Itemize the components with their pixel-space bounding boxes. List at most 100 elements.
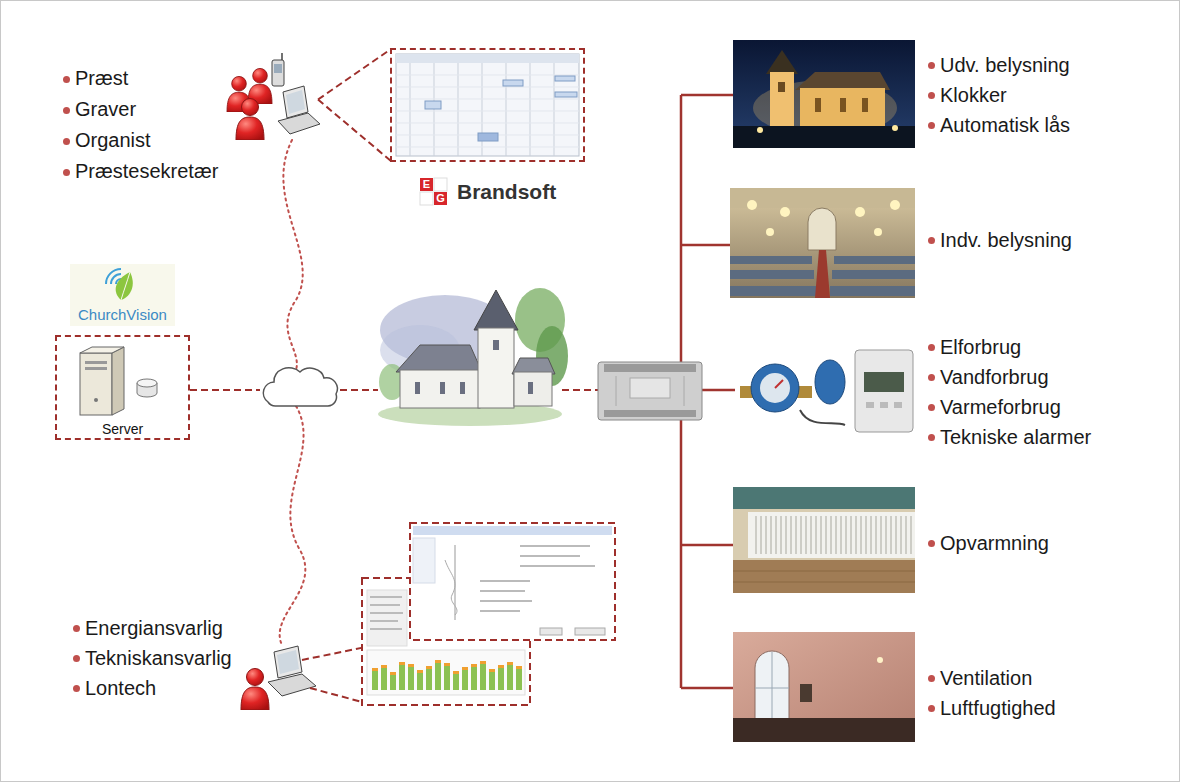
- bullet-dot: [63, 169, 70, 176]
- exterior-photo: [815, 98, 821, 112]
- server-icon: [112, 347, 124, 415]
- control-screenshot: [480, 580, 530, 582]
- bullet-item: Graver: [75, 94, 136, 125]
- heating-photo: [752, 516, 912, 554]
- server-icon: [80, 353, 112, 415]
- function-name: Ventilation: [940, 667, 1032, 689]
- report-screenshot: [480, 661, 486, 664]
- people-icon: [227, 68, 272, 140]
- meters-photo: [864, 372, 904, 392]
- interior-photo: [730, 256, 812, 264]
- bullet-dot: [928, 540, 935, 547]
- trunk-line: [702, 389, 735, 392]
- report-screenshot: [426, 666, 432, 690]
- user-group: PræstGraverOrganistPræstesekretær: [60, 55, 318, 190]
- exterior-photo: [733, 40, 915, 148]
- bullet-item: Automatisk lås: [940, 110, 1070, 140]
- church-illustration: [396, 345, 482, 372]
- report-screenshot: [372, 668, 378, 671]
- report-screenshot: [381, 665, 387, 668]
- text-holder: ChurchVision: [57, 306, 188, 323]
- calendar-screenshot: [396, 99, 579, 100]
- function-name: Varmeforbrug: [940, 396, 1061, 418]
- exterior-photo: [770, 72, 794, 126]
- ventilation-photo: [800, 684, 812, 702]
- heating-photo: [748, 512, 915, 558]
- cloud-icon: [263, 368, 337, 406]
- function-group: ElforbrugVandforbrugVarmeforbrugTekniske…: [735, 330, 1179, 445]
- bullet-dot: [928, 675, 935, 682]
- meters-photo: [815, 360, 845, 404]
- bullet-item: Præstesekretær: [75, 156, 218, 187]
- calendar-screenshot: [396, 54, 579, 156]
- bullet-dot: [73, 625, 80, 632]
- interior-photo: [730, 188, 915, 298]
- control-screenshot: [480, 590, 525, 592]
- bullet-item: Luftfugtighed: [940, 693, 1056, 723]
- bullet-dot: [73, 655, 80, 662]
- logo-text: ChurchVision: [78, 306, 167, 323]
- report-screenshot: [435, 660, 441, 663]
- bullet-dot: [928, 344, 935, 351]
- eg-logo: [434, 192, 447, 205]
- dashed-callout-line: [310, 688, 362, 702]
- laptop-icon: [278, 86, 320, 134]
- bullet-dot: [63, 76, 70, 83]
- calendar-screenshot: [396, 87, 579, 88]
- trunk-line: [681, 687, 733, 690]
- control-screenshot: [410, 523, 615, 640]
- laptop-icon: [286, 90, 305, 114]
- control-screenshot: [480, 600, 532, 602]
- dashed-link-line: [340, 389, 378, 391]
- bullet-dot: [63, 107, 70, 114]
- report-screenshot: [489, 669, 495, 690]
- exterior-photo: [733, 126, 915, 148]
- calendar-screenshot: [458, 63, 459, 156]
- server-icon: [80, 347, 124, 353]
- function-name: Opvarmning: [940, 532, 1049, 554]
- calendar-screenshot: [555, 92, 577, 97]
- interior-photo: [780, 207, 790, 217]
- calendar-screenshot: [396, 75, 579, 76]
- report-screenshot: [507, 662, 513, 690]
- bullet-item: Præst: [75, 63, 128, 94]
- server-box: ChurchVisionServer: [55, 335, 190, 440]
- meters-photo: [880, 402, 888, 408]
- phone-icon: [274, 64, 282, 73]
- bullet-item: Vandforbrug: [940, 362, 1049, 392]
- bullet-dot: [928, 62, 935, 69]
- bullet-dot: [928, 434, 935, 441]
- controller-device: [604, 410, 696, 417]
- controller-device: [684, 376, 685, 406]
- controller-device: [598, 362, 702, 420]
- calendar-screenshot: [396, 54, 579, 63]
- church-illustration: [474, 290, 518, 330]
- person-icon: [241, 669, 269, 711]
- calendar-screenshot: [425, 101, 441, 109]
- heating-photo: [733, 560, 915, 593]
- report-screenshot: [370, 596, 402, 598]
- report-screenshot: [444, 663, 450, 690]
- control-screenshot: [445, 560, 457, 615]
- trunk-line: [680, 95, 683, 362]
- bullet-dot: [63, 138, 70, 145]
- exterior-photo: [800, 88, 885, 126]
- control-screenshot: [575, 628, 605, 635]
- text-holder: Brandsoft: [457, 180, 556, 204]
- ventilation-photo: [733, 632, 915, 742]
- trunk-line: [681, 544, 733, 547]
- laptop-icon: [277, 650, 299, 674]
- ventilation-photo: [755, 651, 789, 722]
- interior-photo: [730, 286, 816, 296]
- report-screenshot: [390, 672, 396, 690]
- exterior-photo: [840, 98, 846, 112]
- church-illustration: [478, 328, 514, 408]
- function-group: Indv. belysning: [730, 188, 1179, 298]
- server-icon: [85, 361, 107, 364]
- ventilation-photo: [733, 718, 915, 742]
- control-screenshot: [413, 538, 435, 583]
- report-screenshot: [435, 660, 441, 690]
- report-screenshot: [399, 662, 405, 690]
